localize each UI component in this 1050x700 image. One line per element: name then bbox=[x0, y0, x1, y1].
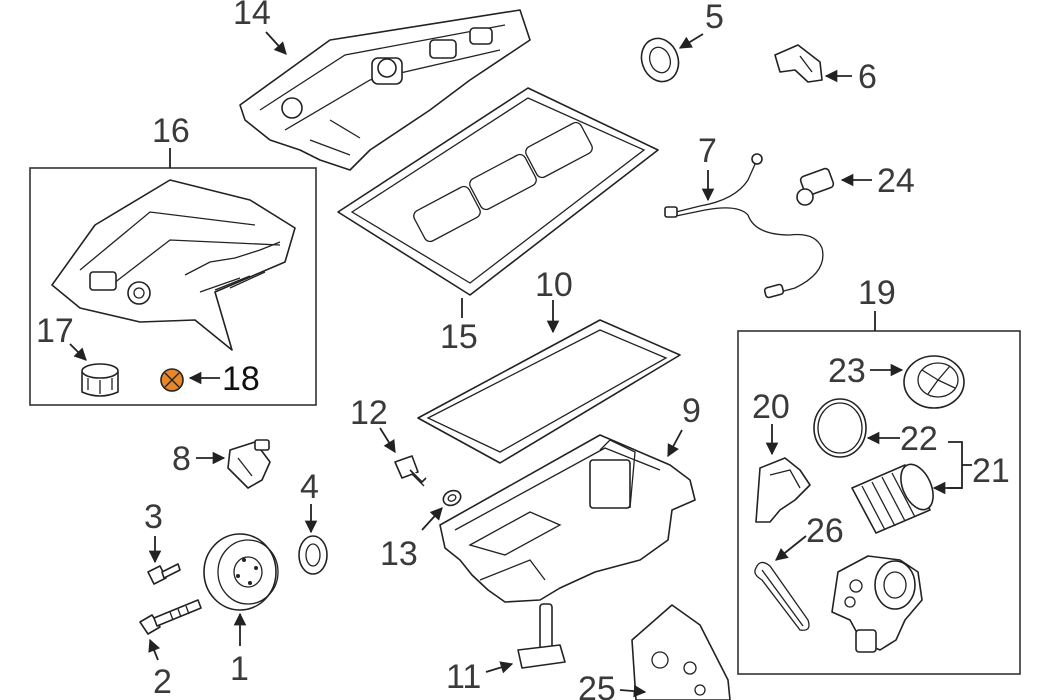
oil-pan-part[interactable] bbox=[439, 434, 696, 603]
callout-23: 23 bbox=[828, 352, 866, 390]
group-box-19 bbox=[737, 330, 1021, 675]
timing-cover-part[interactable] bbox=[631, 604, 731, 700]
leader-9 bbox=[667, 429, 683, 458]
callout-18: 18 bbox=[222, 360, 260, 398]
callout-12: 12 bbox=[350, 394, 388, 432]
oil-level-sensor-part[interactable] bbox=[517, 603, 566, 669]
leader-5 bbox=[678, 33, 704, 49]
seal-part-5[interactable] bbox=[636, 33, 685, 87]
leader-25 bbox=[619, 684, 647, 698]
filter-cap-part[interactable] bbox=[903, 355, 965, 409]
engine-cover-part[interactable] bbox=[51, 179, 296, 351]
sensor-part-6[interactable] bbox=[774, 44, 823, 83]
bolt-part-3[interactable] bbox=[147, 563, 181, 585]
callout-25: 25 bbox=[578, 670, 616, 700]
sensor-part-8[interactable] bbox=[227, 439, 271, 489]
callout-19: 19 bbox=[858, 274, 896, 312]
o-ring-part[interactable] bbox=[813, 398, 867, 458]
callout-15: 15 bbox=[440, 318, 478, 356]
leader-13 bbox=[421, 507, 443, 531]
callout-5: 5 bbox=[705, 0, 724, 36]
oil-filter-housing-part[interactable] bbox=[831, 555, 923, 653]
oxygen-sensor-part-7[interactable] bbox=[664, 153, 824, 299]
group-box-16 bbox=[29, 167, 317, 406]
leader-26 bbox=[775, 535, 807, 561]
washer-part-13[interactable] bbox=[441, 488, 463, 508]
leader-2 bbox=[148, 638, 161, 661]
seal-part-4[interactable] bbox=[298, 535, 328, 575]
cap-part-17[interactable] bbox=[81, 363, 119, 397]
leader-11 bbox=[485, 661, 514, 674]
valve-cover-part[interactable] bbox=[239, 9, 531, 171]
valve-cover-gasket-part[interactable] bbox=[337, 87, 659, 296]
leader-17 bbox=[69, 343, 87, 361]
bracket-part-20[interactable] bbox=[755, 457, 811, 523]
callout-11: 11 bbox=[446, 658, 481, 696]
callout-10: 10 bbox=[535, 266, 573, 304]
callout-22: 22 bbox=[900, 420, 938, 458]
callout-17: 17 bbox=[36, 312, 74, 350]
callout-20: 20 bbox=[752, 388, 790, 426]
callout-8: 8 bbox=[172, 440, 191, 478]
callout-4: 4 bbox=[300, 468, 319, 506]
oil-filter-part[interactable] bbox=[851, 459, 940, 534]
leader-12 bbox=[379, 427, 396, 454]
gasket-part-26[interactable] bbox=[754, 561, 810, 631]
callout-13: 13 bbox=[380, 535, 418, 573]
grommet-part-18[interactable] bbox=[160, 368, 184, 392]
callout-3: 3 bbox=[144, 498, 163, 536]
callout-21: 21 bbox=[972, 452, 1010, 490]
oil-pan-gasket-part[interactable] bbox=[417, 319, 681, 464]
callout-14: 14 bbox=[233, 0, 271, 32]
leader-21 bbox=[948, 441, 963, 489]
callout-1: 1 bbox=[230, 650, 249, 688]
sensor-part-24[interactable] bbox=[796, 167, 835, 206]
callout-2: 2 bbox=[153, 663, 172, 700]
drain-plug-part[interactable] bbox=[394, 455, 427, 487]
callout-26: 26 bbox=[806, 512, 844, 550]
bolt-part-2[interactable] bbox=[139, 599, 202, 635]
callout-9: 9 bbox=[682, 392, 701, 430]
callout-6: 6 bbox=[858, 58, 877, 96]
pulley-part[interactable] bbox=[203, 533, 279, 611]
callout-7: 7 bbox=[698, 132, 717, 170]
callout-16: 16 bbox=[152, 112, 190, 150]
leader-14 bbox=[265, 31, 287, 55]
callout-24: 24 bbox=[877, 162, 915, 200]
